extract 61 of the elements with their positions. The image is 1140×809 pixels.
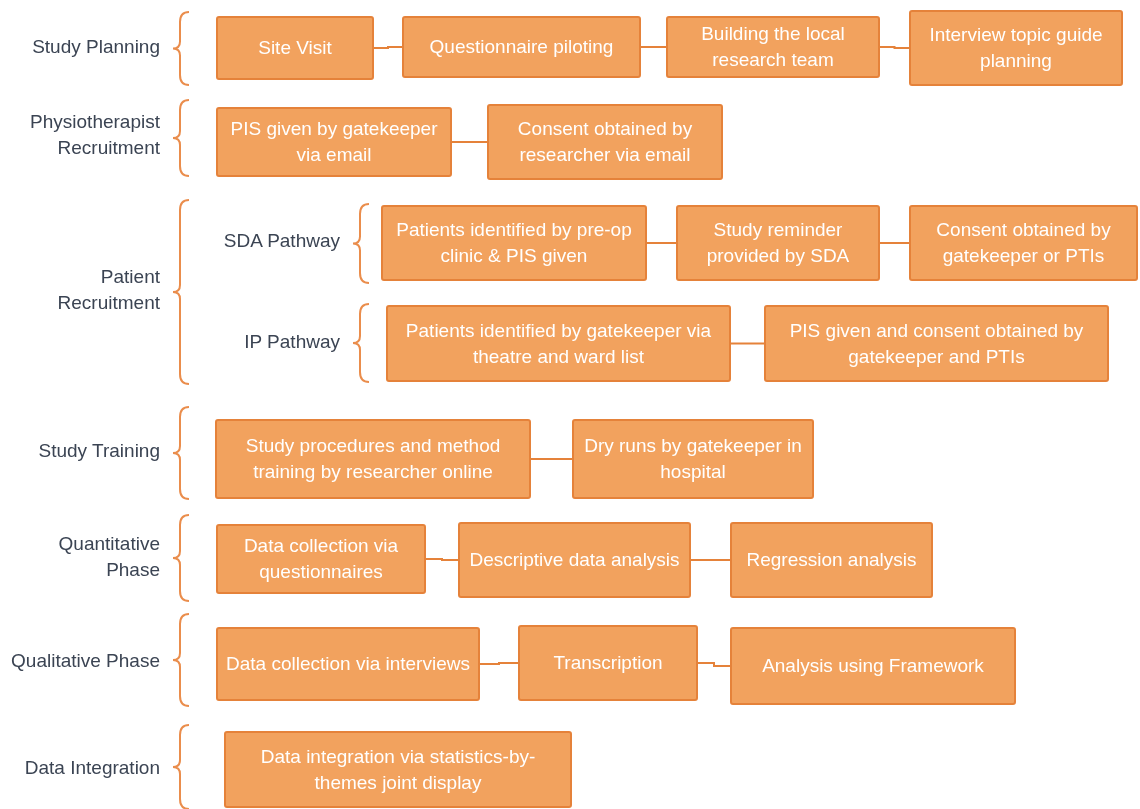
- process-box: [572, 419, 814, 499]
- box-text: Patients identified by pre-op clinic & PIS given: [395, 218, 633, 268]
- process-box: [666, 16, 880, 78]
- process-box: [216, 627, 480, 701]
- process-box: [518, 625, 698, 701]
- connector-line: [451, 141, 488, 143]
- process-box: [216, 524, 426, 594]
- box-text: Building the local research team: [700, 22, 846, 72]
- box-text: Transcription: [553, 651, 663, 675]
- phase-label: Study Training: [38, 439, 160, 463]
- connector-line: [879, 242, 910, 244]
- process-box: [730, 522, 933, 598]
- connector-line: [425, 558, 459, 561]
- connector-line: [373, 46, 403, 49]
- box-text: Patients identified by gatekeeper via theatre and ward list: [404, 318, 713, 369]
- process-box: [402, 16, 641, 78]
- phase-label: Patient Recruitment: [56, 265, 160, 315]
- box-text: Consent obtained by researcher via email: [516, 117, 694, 167]
- phase-label: Study Planning: [32, 35, 160, 59]
- connector-line: [690, 559, 731, 561]
- process-box: [676, 205, 880, 281]
- process-box: [381, 205, 647, 281]
- phase-label: IP Pathway: [244, 330, 340, 354]
- box-text: PIS given by gatekeeper via email: [229, 117, 439, 167]
- box-text: Consent obtained by gatekeeper or PTIs: [935, 218, 1112, 268]
- box-text: Data integration via statistics-by-themes joint display: [259, 744, 537, 795]
- connector-line: [697, 662, 731, 667]
- process-box: [386, 305, 731, 382]
- box-text: Data collection via interviews: [226, 652, 470, 676]
- box-text: Regression analysis: [746, 548, 917, 572]
- connector-line: [879, 46, 910, 49]
- process-box: [215, 419, 531, 499]
- box-text: Questionnaire piloting: [429, 35, 614, 59]
- box-text: Data collection via questionnaires: [242, 534, 400, 584]
- process-box: [909, 205, 1138, 281]
- phase-label: Quantitative Phase: [57, 532, 160, 582]
- process-box: [216, 107, 452, 177]
- box-text: Site Visit: [258, 36, 332, 60]
- phase-label: SDA Pathway: [223, 229, 340, 253]
- box-text: Dry runs by gatekeeper in hospital: [583, 434, 803, 484]
- phase-label: Physiotherapist Recruitment: [29, 110, 160, 160]
- process-box: [764, 305, 1109, 382]
- phase-label: Qualitative Phase: [11, 649, 160, 673]
- box-text: Analysis using Framework: [762, 654, 984, 678]
- process-box: [909, 10, 1123, 86]
- connector-line: [530, 458, 573, 460]
- connector-line: [730, 342, 765, 345]
- box-text: Descriptive data analysis: [469, 548, 680, 572]
- box-text: Interview topic guide planning: [928, 23, 1104, 73]
- process-box: [487, 104, 723, 180]
- connector-line: [479, 662, 519, 665]
- process-box: [216, 16, 374, 80]
- process-box: [730, 627, 1016, 705]
- process-box: [224, 731, 572, 808]
- box-text: Study reminder provided by SDA: [705, 218, 851, 268]
- box-text: PIS given and consent obtained by gatekeeper and PTIs: [788, 318, 1085, 369]
- connector-line: [646, 242, 677, 244]
- connector-line: [640, 46, 667, 48]
- phase-label: Data Integration: [24, 756, 160, 780]
- box-text: Study procedures and method training by researcher online: [244, 434, 502, 484]
- process-box: [458, 522, 691, 598]
